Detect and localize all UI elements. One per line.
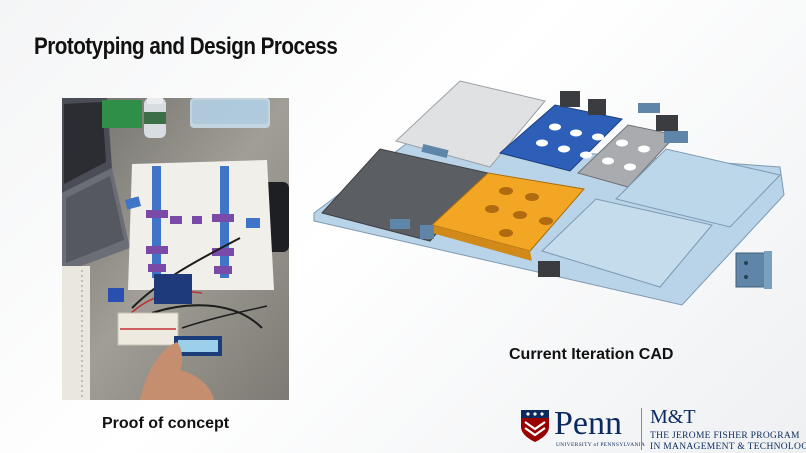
penn-mt-logo: Penn UNIVERSITY of PENNSYLVANIA M&T THE … [520, 406, 806, 453]
slide-title: Prototyping and Design Process [34, 33, 338, 60]
logo-divider [641, 408, 642, 450]
cad-rendering [310, 75, 806, 315]
proof-of-concept-photo [62, 98, 289, 400]
penn-wordmark: Penn [554, 405, 622, 442]
cad-caption: Current Iteration CAD [509, 346, 674, 363]
prototype-photo-illustration [62, 98, 289, 400]
penn-subtitle: UNIVERSITY of PENNSYLVANIA [556, 442, 646, 448]
proof-of-concept-caption: Proof of concept [102, 415, 230, 432]
cad-illustration [313, 80, 785, 306]
program-name-line2: IN MANAGEMENT & TECHNOLOGY [650, 442, 806, 452]
mt-wordmark: M&T [650, 406, 696, 428]
penn-shield-icon [521, 410, 549, 442]
program-name-line1: THE JEROME FISHER PROGRAM [650, 431, 800, 441]
